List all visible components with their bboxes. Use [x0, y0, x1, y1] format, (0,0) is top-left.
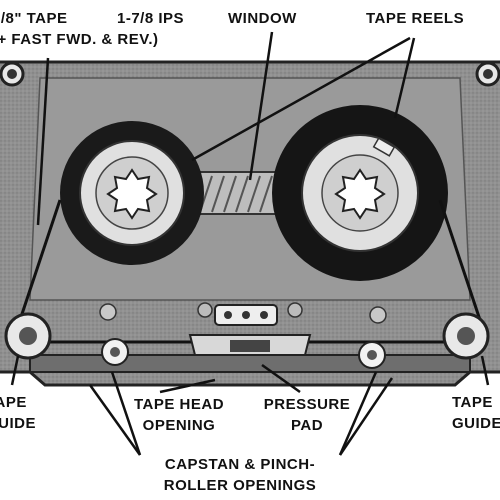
tape-guide-right	[442, 312, 490, 360]
tape-guide-left	[4, 312, 52, 360]
tape-head-opening-label: TAPE HEAD OPENING	[133, 396, 225, 434]
window-label: WINDOW	[228, 10, 297, 27]
leader-lines	[10, 31, 490, 456]
center-bracket	[99, 302, 387, 326]
pressure-pad-label: PRESSURE PAD	[263, 396, 351, 434]
pressure-pad	[188, 334, 312, 356]
tape-guide-left-label: TAPE GUIDE	[0, 394, 37, 432]
tape-reels-label: TAPE REELS	[366, 10, 465, 27]
capstan-label: CAPSTAN & PINCH- ROLLER OPENINGS	[163, 456, 317, 494]
tape-reel-right	[272, 105, 448, 281]
speed-label: 1-7/8 IPS	[117, 10, 185, 27]
tape-width-label: 1/8" TAPE (+ FAST FWD. & REV.)	[0, 10, 159, 48]
tape-guide-right-label: TAPE GUIDE	[452, 394, 500, 432]
capstan-opening-right	[358, 341, 386, 369]
capstan-opening-left	[101, 338, 129, 366]
tape-reel-left	[60, 121, 204, 265]
